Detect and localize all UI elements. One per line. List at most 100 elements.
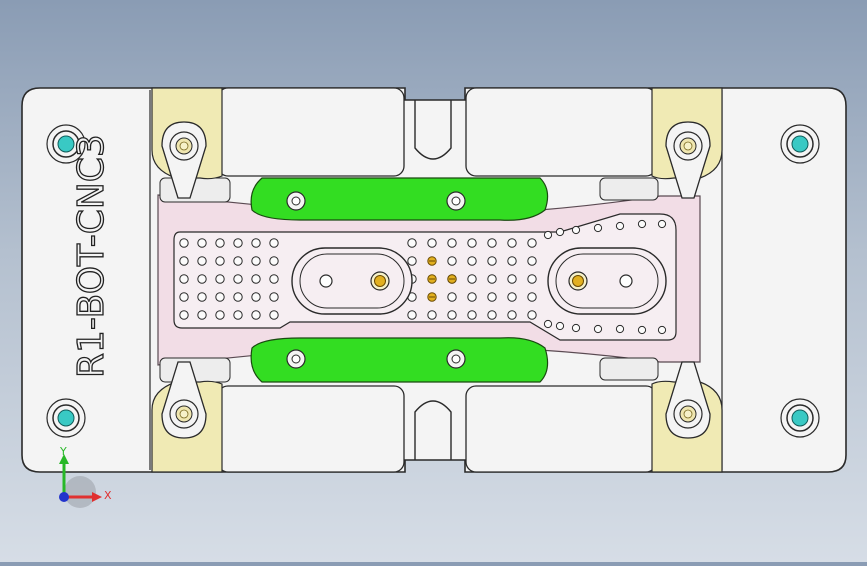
hole-icon: [215, 238, 225, 248]
hole-icon: [487, 274, 497, 284]
hole-icon: [527, 238, 537, 248]
hole-icon: [487, 310, 497, 320]
hole-icon: [543, 230, 553, 240]
hole-icon: [197, 256, 207, 266]
hole-icon: [215, 292, 225, 302]
hole-icon: [507, 292, 517, 302]
hole-icon: [571, 225, 581, 235]
triad-x-arrow: [92, 492, 102, 502]
hole-icon: [527, 274, 537, 284]
hole-icon: [487, 292, 497, 302]
hole-icon: [269, 292, 279, 302]
triad-x-label: X: [104, 489, 112, 502]
hole-icon: [593, 223, 603, 233]
hole-icon: [251, 310, 261, 320]
top-left-block: [217, 87, 405, 177]
top-notch: [414, 100, 452, 160]
hole-icon: [447, 256, 457, 266]
hole-icon: [215, 274, 225, 284]
hole-icon: [251, 238, 261, 248]
dowel-ring: [780, 124, 820, 164]
clamp-bolt-center: [291, 354, 301, 364]
hole-icon: [615, 324, 625, 334]
dowel-pin-core: [57, 135, 75, 153]
clamp-bolt-center: [291, 196, 301, 206]
connector-face: [173, 213, 677, 341]
hole-icon: [657, 325, 667, 335]
pocket-right-top: [599, 177, 659, 201]
hole-icon: [215, 256, 225, 266]
cavity-hole-icon: [619, 274, 633, 288]
hole-icon: [179, 238, 189, 248]
hole-icon: [251, 256, 261, 266]
triad-sphere: [64, 476, 96, 508]
hole-icon: [233, 256, 243, 266]
hole-icon: [427, 310, 437, 320]
hole-icon: [467, 292, 477, 302]
hole-icon: [179, 274, 189, 284]
hole-icon: [657, 219, 667, 229]
dowel-ring: [46, 398, 86, 438]
hole-icon: [197, 238, 207, 248]
hole-icon: [527, 256, 537, 266]
hole-icon: [427, 238, 437, 248]
hole-icon: [269, 310, 279, 320]
axis-triad-icon[interactable]: Y X: [59, 445, 112, 508]
cavity-hole-icon: [319, 274, 333, 288]
hole-icon: [507, 274, 517, 284]
hole-icon: [269, 238, 279, 248]
hole-icon: [233, 274, 243, 284]
hole-icon: [543, 319, 553, 329]
hole-icon: [447, 292, 457, 302]
dowel-ring: [780, 398, 820, 438]
clamp-bolt-center: [451, 354, 461, 364]
hole-icon: [179, 256, 189, 266]
hole-icon: [637, 325, 647, 335]
hole-icon: [527, 292, 537, 302]
hole-icon: [615, 221, 625, 231]
hole-icon: [179, 292, 189, 302]
hole-icon: [555, 227, 565, 237]
gold-pin-icon: [572, 275, 584, 287]
hole-icon: [467, 310, 477, 320]
oval-cavity-right-inner: [555, 253, 659, 309]
hole-icon: [197, 292, 207, 302]
bottom-notch: [414, 400, 452, 460]
hole-icon: [555, 321, 565, 331]
hole-icon: [407, 238, 417, 248]
hole-icon: [197, 310, 207, 320]
hole-icon: [487, 256, 497, 266]
hole-icon: [251, 292, 261, 302]
hole-grid: [179, 191, 667, 369]
top-right-block: [465, 87, 657, 177]
oval-cavity-right: [547, 247, 667, 315]
hole-icon: [593, 324, 603, 334]
hole-icon: [407, 256, 417, 266]
dowel-layer: [46, 124, 820, 438]
hole-icon: [637, 219, 647, 229]
hole-icon: [233, 238, 243, 248]
clamp-bolt-center: [451, 196, 461, 206]
hole-icon: [447, 238, 457, 248]
hole-icon: [407, 310, 417, 320]
latch-bolt-center: [179, 409, 189, 419]
hole-icon: [251, 274, 261, 284]
hole-icon: [507, 310, 517, 320]
gold-pin-icon: [374, 275, 386, 287]
bottom-right-block: [465, 385, 657, 473]
latch-layer: [161, 121, 711, 439]
hole-icon: [179, 310, 189, 320]
hole-icon: [507, 238, 517, 248]
triad-y-arrow: [59, 454, 69, 464]
hole-icon: [269, 274, 279, 284]
pin-layer: [319, 256, 633, 302]
hole-icon: [487, 238, 497, 248]
latch-bolt-center: [683, 409, 693, 419]
green-clamp-bottom: [250, 337, 549, 383]
oval-cavity-left: [291, 247, 413, 315]
part-label: R1-BOT-CNC3: [71, 134, 112, 378]
hole-icon: [269, 256, 279, 266]
oval-cavity-left-inner: [299, 253, 405, 309]
